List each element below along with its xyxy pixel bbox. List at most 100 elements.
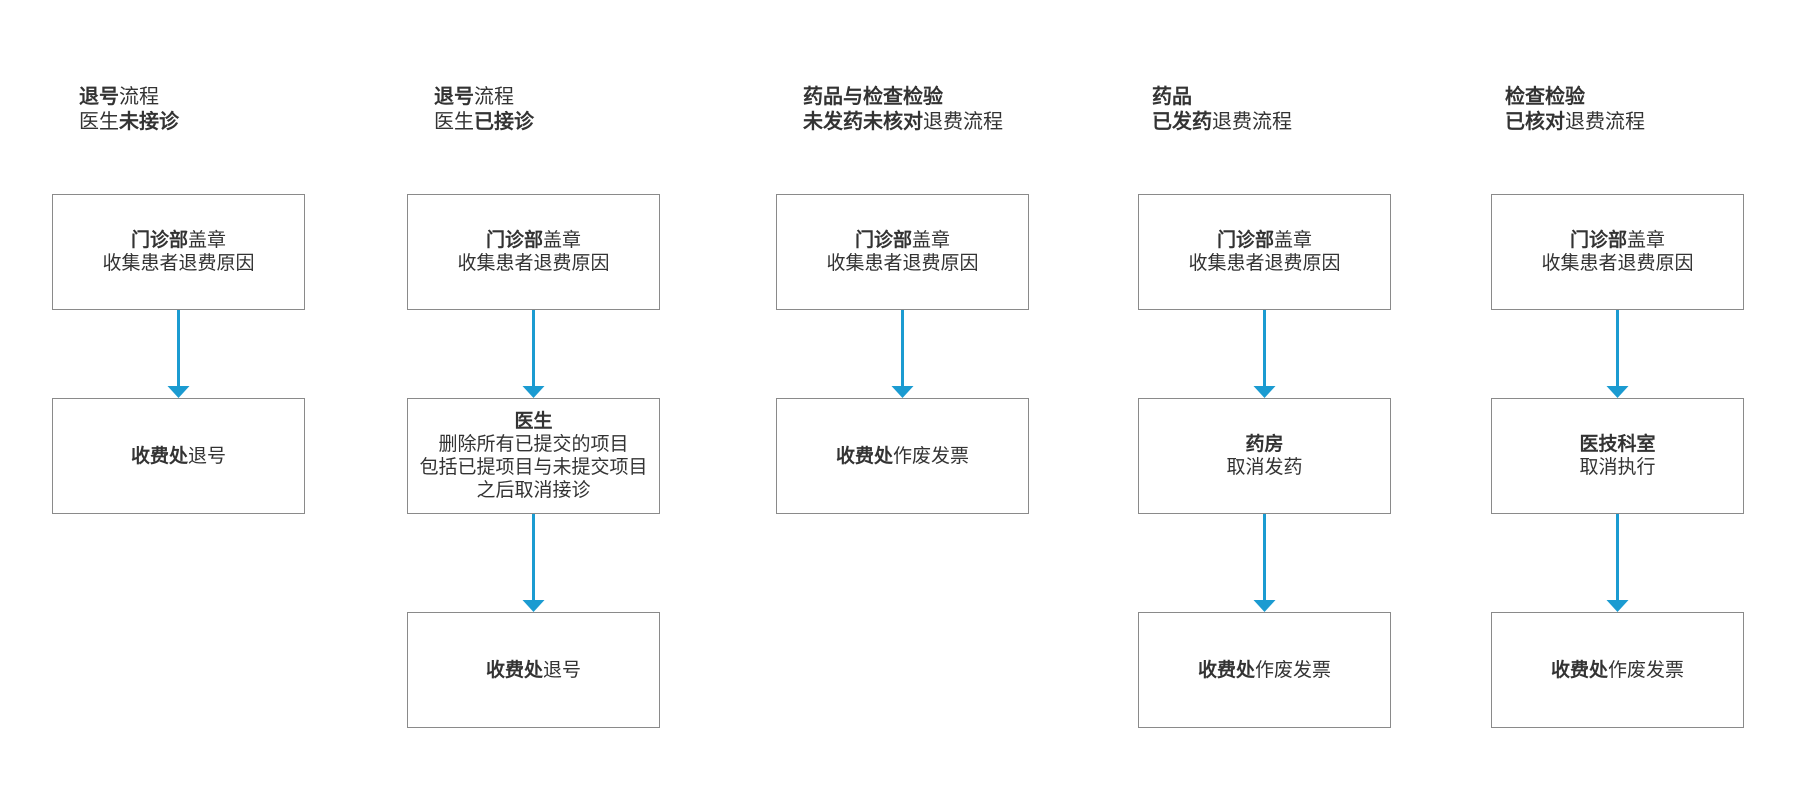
- text-run: 流程: [474, 84, 514, 108]
- flow-title-line2: 医生已接诊: [434, 109, 534, 134]
- flow-title-line1: 退号流程: [434, 84, 534, 109]
- bold-text-run: 收费处: [835, 444, 893, 467]
- text-run: 盖章: [188, 229, 227, 251]
- bold-text-run: 门诊部: [485, 229, 543, 251]
- text-run: 收集患者退费原因: [102, 252, 255, 274]
- text-run: 退费流程: [1212, 109, 1292, 133]
- text-run: 盖章: [1627, 229, 1666, 251]
- bold-text-run: 收费处: [130, 444, 188, 467]
- bold-text-run: 药品与检查检验: [803, 84, 943, 108]
- text-run: 退费流程: [923, 109, 1003, 133]
- process-step-box: 收费处退号: [52, 398, 305, 514]
- flow-title: 药品与检查检验未发药未核对退费流程: [803, 84, 1003, 134]
- flow-column-2: 退号流程医生已接诊门诊部盖章收集患者退费原因医生删除所有已提交的项目包括已提项目…: [407, 0, 662, 806]
- process-step-line: 之后取消接诊: [476, 479, 590, 502]
- arrow-head: [522, 386, 545, 398]
- flow-column-5: 检查检验已核对退费流程门诊部盖章收集患者退费原因医技科室取消执行收费处作废发票: [1491, 0, 1746, 806]
- flow-title-line1: 药品: [1152, 84, 1292, 109]
- flow-title-line2: 已发药退费流程: [1152, 109, 1292, 134]
- flow-title-line1: 检查检验: [1505, 84, 1645, 109]
- text-run: 流程: [119, 84, 159, 108]
- process-step-line: 收集患者退费原因: [102, 252, 254, 275]
- bold-text-run: 未接诊: [119, 109, 179, 133]
- process-step-line: 医技科室: [1579, 433, 1655, 456]
- bold-text-run: 未发药未核对: [803, 109, 923, 133]
- flow-title: 药品已发药退费流程: [1152, 84, 1292, 134]
- process-step-line: 收费处退号: [486, 659, 581, 682]
- text-run: 盖章: [543, 229, 582, 251]
- process-step-line: 门诊部盖章: [1217, 229, 1312, 252]
- process-step-box: 门诊部盖章收集患者退费原因: [1138, 194, 1391, 310]
- bold-text-run: 已核对: [1505, 109, 1565, 133]
- flow-arrow-down-icon: [522, 310, 545, 398]
- process-step-line: 门诊部盖章: [855, 229, 950, 252]
- text-run: 退号: [543, 658, 582, 681]
- bold-text-run: 收费处: [485, 658, 543, 681]
- text-run: 作废发票: [893, 444, 970, 467]
- text-run: 删除所有已提交的项目: [438, 433, 629, 455]
- process-step-box: 门诊部盖章收集患者退费原因: [407, 194, 660, 310]
- process-step-box: 门诊部盖章收集患者退费原因: [52, 194, 305, 310]
- arrow-head: [167, 386, 190, 398]
- flow-arrow-down-icon: [891, 310, 914, 398]
- bold-text-run: 检查检验: [1505, 84, 1585, 108]
- text-run: 盖章: [1274, 229, 1313, 251]
- process-step-line: 收费处作废发票: [1198, 659, 1331, 682]
- arrow-head: [1606, 600, 1629, 612]
- process-step-box: 医生删除所有已提交的项目包括已提项目与未提交项目之后取消接诊: [407, 398, 660, 514]
- process-step-box: 收费处作废发票: [776, 398, 1029, 514]
- arrow-head: [891, 386, 914, 398]
- arrow-head: [1253, 600, 1276, 612]
- text-run: 医生: [79, 109, 119, 133]
- text-run: 退号: [188, 444, 227, 467]
- flow-title: 退号流程医生未接诊: [79, 84, 179, 134]
- text-run: 收集患者退费原因: [1188, 252, 1341, 274]
- bold-text-run: 门诊部: [130, 229, 188, 251]
- text-run: 退费流程: [1565, 109, 1645, 133]
- process-step-box: 药房取消发药: [1138, 398, 1391, 514]
- text-run: 取消执行: [1579, 456, 1656, 478]
- process-step-box: 医技科室取消执行: [1491, 398, 1744, 514]
- bold-text-run: 收费处: [1197, 658, 1255, 681]
- process-step-line: 药房: [1245, 433, 1283, 456]
- process-step-line: 收费处作废发票: [1551, 659, 1684, 682]
- bold-text-run: 门诊部: [1569, 229, 1627, 251]
- process-step-box: 收费处作废发票: [1491, 612, 1744, 728]
- text-run: 之后取消接诊: [476, 479, 591, 501]
- flow-arrow-down-icon: [1606, 514, 1629, 612]
- bold-text-run: 收费处: [1550, 658, 1608, 681]
- flow-column-1: 退号流程医生未接诊门诊部盖章收集患者退费原因收费处退号: [52, 0, 307, 806]
- bold-text-run: 药品: [1152, 84, 1192, 108]
- process-step-line: 取消发药: [1226, 456, 1302, 479]
- arrow-head: [1606, 386, 1629, 398]
- flow-title-line1: 退号流程: [79, 84, 179, 109]
- flow-title: 退号流程医生已接诊: [434, 84, 534, 134]
- flow-title-line2: 已核对退费流程: [1505, 109, 1645, 134]
- flow-arrow-down-icon: [1253, 514, 1276, 612]
- process-step-line: 医生: [514, 410, 552, 433]
- process-step-box: 门诊部盖章收集患者退费原因: [1491, 194, 1744, 310]
- text-run: 收集患者退费原因: [457, 252, 610, 274]
- text-run: 作废发票: [1608, 658, 1685, 681]
- text-run: 收集患者退费原因: [1541, 252, 1694, 274]
- bold-text-run: 退号: [79, 84, 119, 108]
- bold-text-run: 药房: [1245, 433, 1284, 455]
- process-step-line: 门诊部盖章: [1570, 229, 1665, 252]
- arrow-head: [522, 600, 545, 612]
- process-step-box: 收费处退号: [407, 612, 660, 728]
- arrow-head: [1253, 386, 1276, 398]
- flow-arrow-down-icon: [167, 310, 190, 398]
- process-step-line: 收集患者退费原因: [1541, 252, 1693, 275]
- process-step-line: 收费处作废发票: [836, 445, 969, 468]
- flow-title: 检查检验已核对退费流程: [1505, 84, 1645, 134]
- flow-arrow-down-icon: [522, 514, 545, 612]
- bold-text-run: 门诊部: [854, 229, 912, 251]
- text-run: 盖章: [912, 229, 951, 251]
- process-step-line: 删除所有已提交的项目: [438, 433, 628, 456]
- process-step-line: 取消执行: [1579, 456, 1655, 479]
- text-run: 医生: [434, 109, 474, 133]
- text-run: 取消发药: [1226, 456, 1303, 478]
- flow-arrow-down-icon: [1606, 310, 1629, 398]
- process-step-line: 包括已提项目与未提交项目: [419, 456, 647, 479]
